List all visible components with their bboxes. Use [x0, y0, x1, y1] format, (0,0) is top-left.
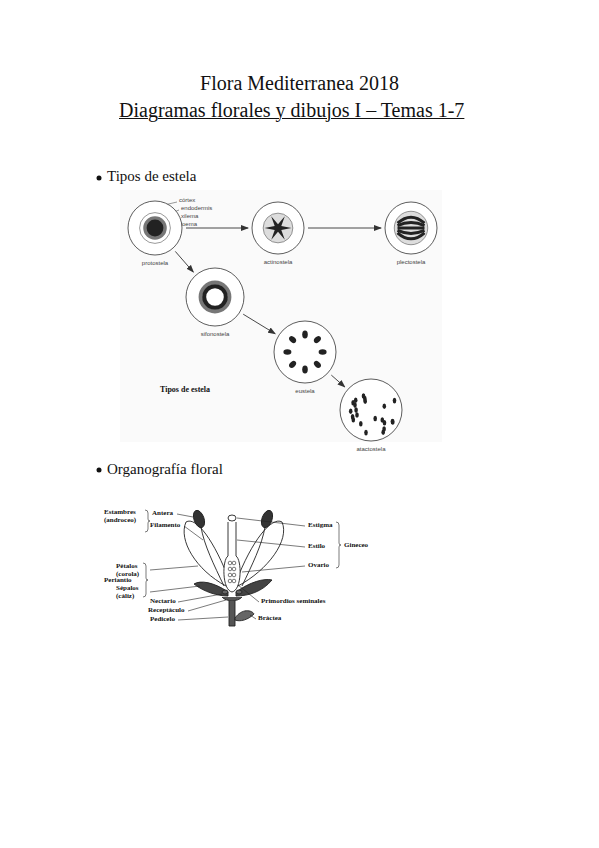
stele-node: protostela [117, 200, 193, 266]
stroke [354, 407, 358, 413]
bullet [97, 176, 102, 181]
stroke [373, 416, 377, 422]
section-heading: Tipos de estela [107, 168, 196, 185]
arrow-connector [186, 228, 248, 229]
stroke [204, 286, 226, 308]
stroke [302, 330, 308, 338]
part-label: Primordios seminales [261, 598, 325, 606]
stroke [352, 417, 356, 423]
arrow-connector [175, 251, 193, 272]
stroke [302, 366, 308, 374]
stroke [398, 223, 425, 226]
arrow-connector [308, 228, 381, 229]
stroke [383, 403, 387, 409]
stele-outline [186, 268, 244, 326]
stele-outline [385, 202, 437, 254]
stroke [140, 213, 171, 244]
stroke [147, 220, 164, 237]
stele-node: plectostela [374, 201, 448, 265]
stele-section [117, 200, 193, 256]
part-label: Receptáculo [148, 607, 185, 615]
bullet [97, 468, 102, 473]
stele-name: actinostela [241, 259, 315, 265]
part-label: Estigma [308, 522, 333, 530]
stroke [382, 426, 386, 432]
stele-section [263, 320, 347, 384]
callout-label: córtex [179, 197, 195, 203]
stroke [288, 360, 298, 370]
part-label: Periantio [104, 577, 132, 585]
callout-label: endodermis [181, 205, 212, 211]
stele-section [241, 201, 315, 255]
part-label: Pedicelo [150, 616, 175, 624]
figure-caption: Tipos de estela [160, 385, 210, 394]
stele-name: eustela [263, 388, 347, 394]
stele-name: plectostela [374, 259, 448, 265]
stele-outline [252, 202, 304, 254]
stele-section [374, 201, 448, 255]
stele-node: atactostela [329, 378, 413, 452]
stroke [265, 216, 292, 239]
part-label: Bráctea [258, 615, 281, 623]
stroke [364, 430, 368, 436]
stroke [362, 393, 366, 399]
stele-outline [128, 201, 182, 255]
arrow-connector [243, 314, 275, 334]
stele-section [175, 267, 255, 327]
stroke [391, 419, 395, 425]
stroke [353, 402, 357, 408]
leader-lines [143, 510, 341, 620]
subtitle: Diagramas florales y dibujos I – Temas 1… [119, 99, 464, 122]
stroke [398, 227, 425, 230]
stroke [398, 233, 425, 239]
stroke [201, 283, 230, 312]
part-label: Nectario [150, 598, 176, 606]
stele-section [329, 378, 413, 442]
part-label: Estilo [308, 543, 325, 551]
stroke [319, 349, 327, 355]
stroke [313, 335, 323, 345]
stele-outline [274, 321, 336, 383]
stroke [393, 398, 397, 404]
part-label: Filamento [150, 522, 180, 530]
stroke [283, 349, 291, 355]
stroke [349, 408, 353, 414]
part-label: Antera [152, 510, 173, 518]
stele-node: actinostela [241, 201, 315, 265]
flower-drawing [184, 509, 284, 626]
stroke [263, 213, 293, 243]
stroke [288, 335, 298, 345]
part-label: Estambres (androceo) [104, 509, 144, 524]
page-title: Flora Mediterranea 2018 [0, 72, 599, 95]
stroke [143, 216, 167, 240]
stroke [355, 412, 359, 418]
section-heading: Organografía floral [107, 461, 223, 478]
stele-node: sifonostela [175, 267, 255, 337]
figure-ground [120, 190, 442, 442]
arrow-connector [331, 375, 344, 387]
stele-name: sifonostela [175, 331, 255, 337]
part-label: Gineceo [344, 542, 368, 550]
stele-outline [340, 379, 402, 441]
stele-name: atactostela [329, 446, 413, 452]
stele-node: eustela [263, 320, 347, 394]
stroke [398, 230, 425, 233]
stroke [359, 421, 363, 427]
callout-label: xilema [181, 213, 198, 219]
stele-name: protostela [117, 260, 193, 266]
stroke [383, 420, 387, 426]
part-label: Sépalos (cáliz) [116, 585, 150, 600]
stroke [313, 360, 323, 370]
stroke [394, 211, 427, 244]
stroke [391, 419, 395, 425]
part-label: Ovario [308, 562, 329, 570]
